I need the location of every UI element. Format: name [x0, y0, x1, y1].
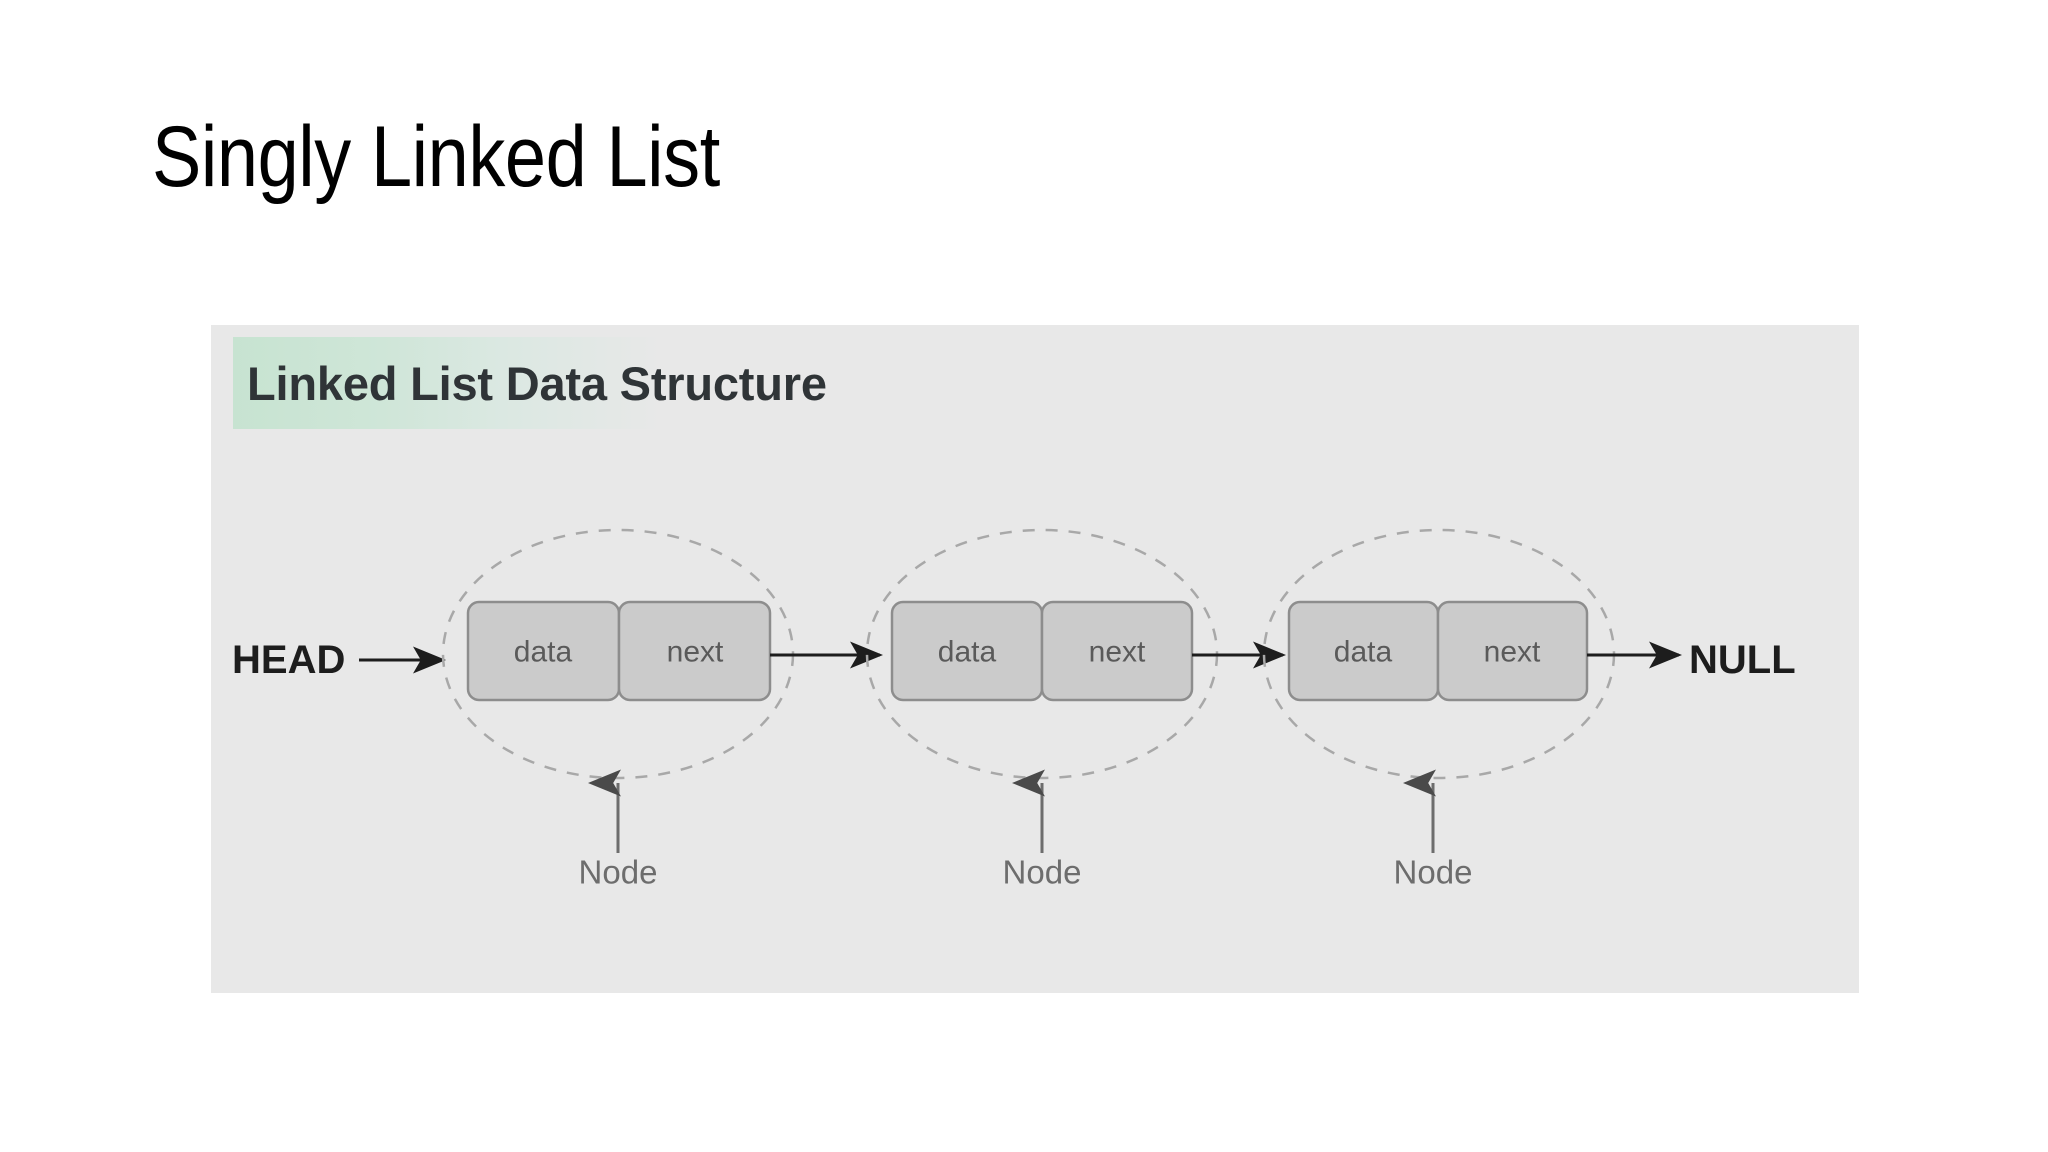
node-3-data-label: data	[1334, 636, 1393, 669]
head-label: HEAD	[232, 638, 345, 682]
node-2-next-label: next	[1089, 636, 1146, 669]
node-2-data-label: data	[938, 636, 997, 669]
node-1: data next Node	[441, 528, 795, 891]
node-3-next-cell	[1436, 600, 1589, 702]
node-1-next-cell	[617, 600, 772, 702]
node-1-next-label: next	[667, 636, 724, 669]
node-2-caption: Node	[1003, 854, 1082, 891]
node-1-data-label: data	[514, 636, 573, 669]
diagram-title: Linked List Data Structure	[247, 356, 827, 410]
node-3-caption: Node	[1394, 854, 1473, 891]
node-3-next-label: next	[1484, 636, 1541, 669]
node-2-next-cell	[1040, 600, 1194, 702]
linked-list-svg: HEAD data next Node data next Node	[232, 528, 1796, 891]
node-3: data next Node	[1262, 528, 1616, 891]
linked-list-diagram-panel: Linked List Data Structure HEAD data nex…	[211, 325, 1859, 993]
node-1-caption: Node	[579, 854, 658, 891]
diagram-title-highlight: Linked List Data Structure	[233, 337, 1467, 429]
null-label: NULL	[1689, 638, 1796, 682]
page-title: Singly Linked List	[152, 109, 720, 205]
node-2: data next Node	[865, 528, 1219, 891]
